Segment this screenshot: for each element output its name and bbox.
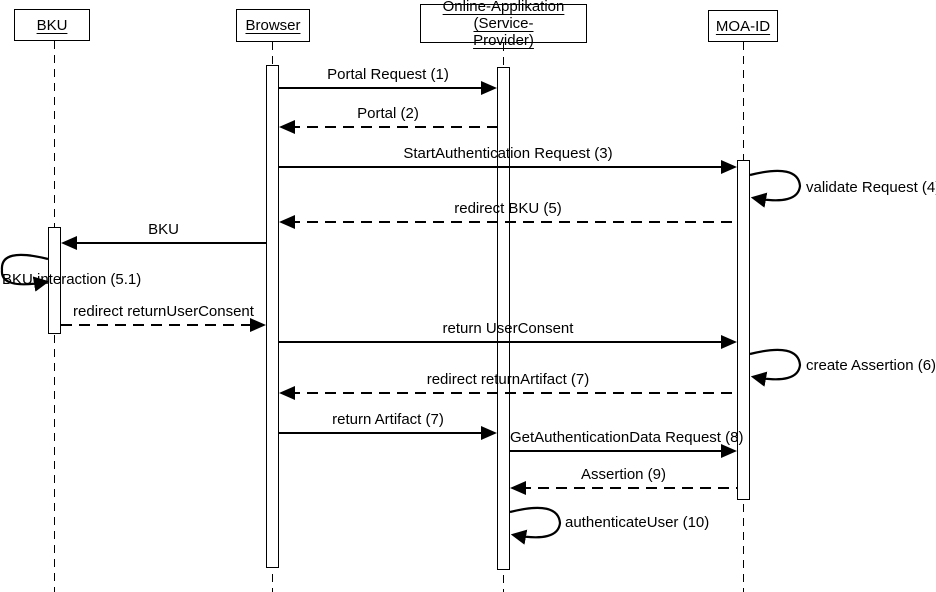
self-message-bku-interaction-5-1-label: BKU interaction (5.1) [2, 271, 142, 288]
message-return-artifact-7-arrowhead [481, 426, 497, 440]
message-assertion-9-label: Assertion (9) [580, 466, 667, 483]
message-return-artifact-7-label: return Artifact (7) [332, 411, 444, 428]
message-portal-2-line [289, 126, 497, 128]
message-redirect-bku-5-line [289, 221, 737, 223]
activation-moa-id [737, 160, 750, 500]
message-return-userconsent-arrowhead [721, 335, 737, 349]
message-bku-arrowhead [61, 236, 77, 250]
actor-bku: BKU [14, 9, 90, 41]
activation-browser [266, 65, 279, 568]
message-assertion-9-arrowhead [510, 481, 526, 495]
message-portal-request-1-arrowhead [481, 81, 497, 95]
message-startauthentication-request-3-label: StartAuthentication Request (3) [403, 145, 613, 162]
self-message-bku-interaction-5-1-loop [0, 253, 50, 292]
message-redirect-returnartifact-7-line [289, 392, 737, 394]
self-message-authenticateuser-10-label: authenticateUser (10) [565, 514, 710, 531]
message-assertion-9-line [520, 487, 737, 489]
message-portal-2-label: Portal (2) [357, 105, 419, 122]
message-redirect-returnuserconsent-label: redirect returnUserConsent [73, 303, 254, 320]
message-bku-label: BKU [148, 221, 179, 238]
actor-online-app: Online-Applikation (Service-Provider) [420, 0, 587, 49]
message-redirect-returnartifact-7-arrowhead [279, 386, 295, 400]
activation-online-app [497, 67, 510, 570]
self-message-create-assertion-6-label: create Assertion (6) [806, 357, 936, 374]
message-portal-2-arrowhead [279, 120, 295, 134]
self-message-authenticateuser-10-loop [509, 506, 562, 545]
actor-moa-id: MOA-ID [708, 10, 778, 42]
message-redirect-bku-5-label: redirect BKU (5) [454, 200, 562, 217]
actor-browser: Browser [236, 9, 310, 42]
actor-bku-label: BKU [36, 16, 68, 34]
self-message-create-assertion-6-loop [749, 348, 802, 387]
message-return-artifact-7-line [279, 432, 487, 434]
message-portal-request-1-line [279, 87, 487, 89]
message-redirect-returnuserconsent-arrowhead [250, 318, 266, 332]
message-startauthentication-request-3-arrowhead [721, 160, 737, 174]
message-getauthenticationdata-request-8-label: GetAuthenticationData Request (8) [510, 429, 744, 446]
message-getauthenticationdata-request-8-line [510, 450, 727, 452]
message-redirect-returnartifact-7-label: redirect returnArtifact (7) [426, 371, 590, 388]
message-startauthentication-request-3-line [279, 166, 727, 168]
message-portal-request-1-label: Portal Request (1) [327, 66, 449, 83]
message-redirect-returnuserconsent-line [61, 324, 256, 326]
message-bku-line [71, 242, 266, 244]
actor-moa-id-label: MOA-ID [715, 17, 771, 35]
message-getauthenticationdata-request-8-arrowhead [721, 444, 737, 458]
actor-browser-label: Browser [245, 17, 301, 34]
self-message-validate-request-4-loop [749, 169, 802, 208]
message-return-userconsent-line [279, 341, 727, 343]
self-message-validate-request-4-label: validate Request (4) [806, 179, 936, 196]
message-redirect-bku-5-arrowhead [279, 215, 295, 229]
actor-online-app-label: Online-Applikation (Service-Provider) [442, 0, 565, 49]
message-return-userconsent-label: return UserConsent [442, 320, 574, 337]
